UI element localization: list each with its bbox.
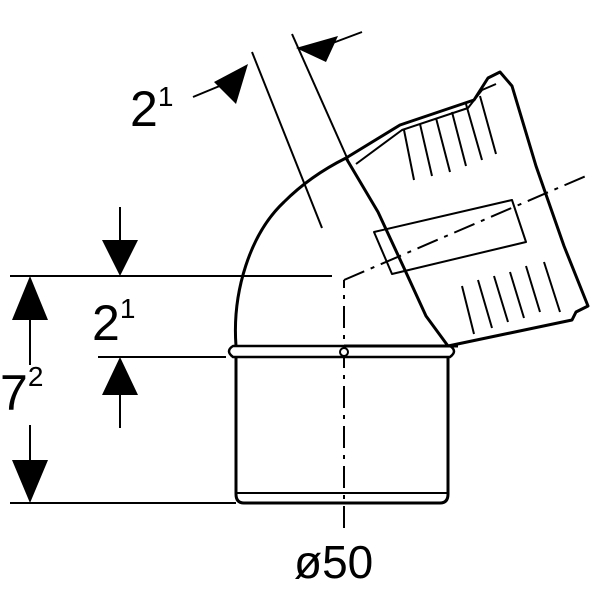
arrow-down-top <box>102 240 138 276</box>
dim-offset-mid: 21 <box>92 293 135 351</box>
dim-height-left: 72 <box>0 361 43 421</box>
arrow-up-left <box>12 276 48 320</box>
dimension-lines <box>29 31 363 460</box>
rim-marker <box>339 347 349 357</box>
arrow-up-mid <box>102 357 138 395</box>
coupling-ribs <box>403 95 561 335</box>
arrow-diagonal-right <box>296 36 338 62</box>
arrow-diagonal-left <box>214 64 248 104</box>
center-lines <box>343 175 587 528</box>
extension-lines <box>10 33 349 504</box>
arrow-down-left <box>12 460 48 503</box>
dim-diameter: ø50 <box>294 536 373 588</box>
dimension-arrows <box>12 36 338 503</box>
pipe-body <box>227 70 590 505</box>
dim-offset-top: 21 <box>130 81 173 137</box>
